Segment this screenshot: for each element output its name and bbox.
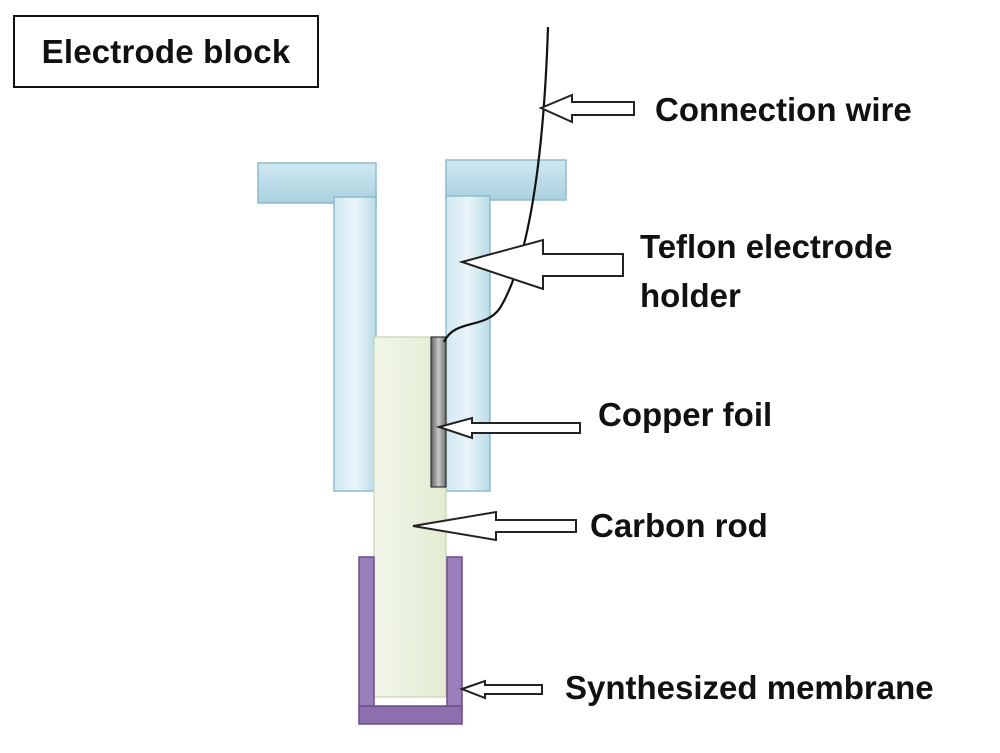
- diagram-title: Electrode block: [41, 32, 291, 70]
- arrow-copper-foil: [435, 416, 581, 440]
- label-teflon-line2: holder: [640, 277, 741, 314]
- teflon-right-arm: [445, 195, 491, 492]
- label-membrane: Synthesized membrane: [565, 669, 934, 706]
- arrow-membrane: [459, 679, 543, 700]
- teflon-holder: [257, 159, 567, 492]
- arrow-carbon-rod: [412, 510, 577, 542]
- label-teflon-line1: Teflon electrode: [640, 228, 893, 265]
- synthesized-membrane: [358, 556, 463, 725]
- arrow-teflon-holder: [458, 238, 624, 291]
- teflon-left-arm: [333, 196, 377, 492]
- label-connection-wire: Connection wire: [655, 91, 912, 128]
- membrane-bottom: [358, 705, 463, 725]
- arrow-connection-wire: [538, 93, 635, 124]
- copper-foil: [430, 336, 447, 488]
- teflon-right-flange: [445, 159, 567, 201]
- membrane-left-wall: [358, 556, 375, 708]
- title-box: Electrode block: [13, 15, 319, 88]
- teflon-left-flange: [257, 162, 377, 204]
- membrane-right-wall: [446, 556, 463, 708]
- label-copper-foil: Copper foil: [598, 396, 773, 433]
- label-carbon-rod: Carbon rod: [590, 507, 768, 544]
